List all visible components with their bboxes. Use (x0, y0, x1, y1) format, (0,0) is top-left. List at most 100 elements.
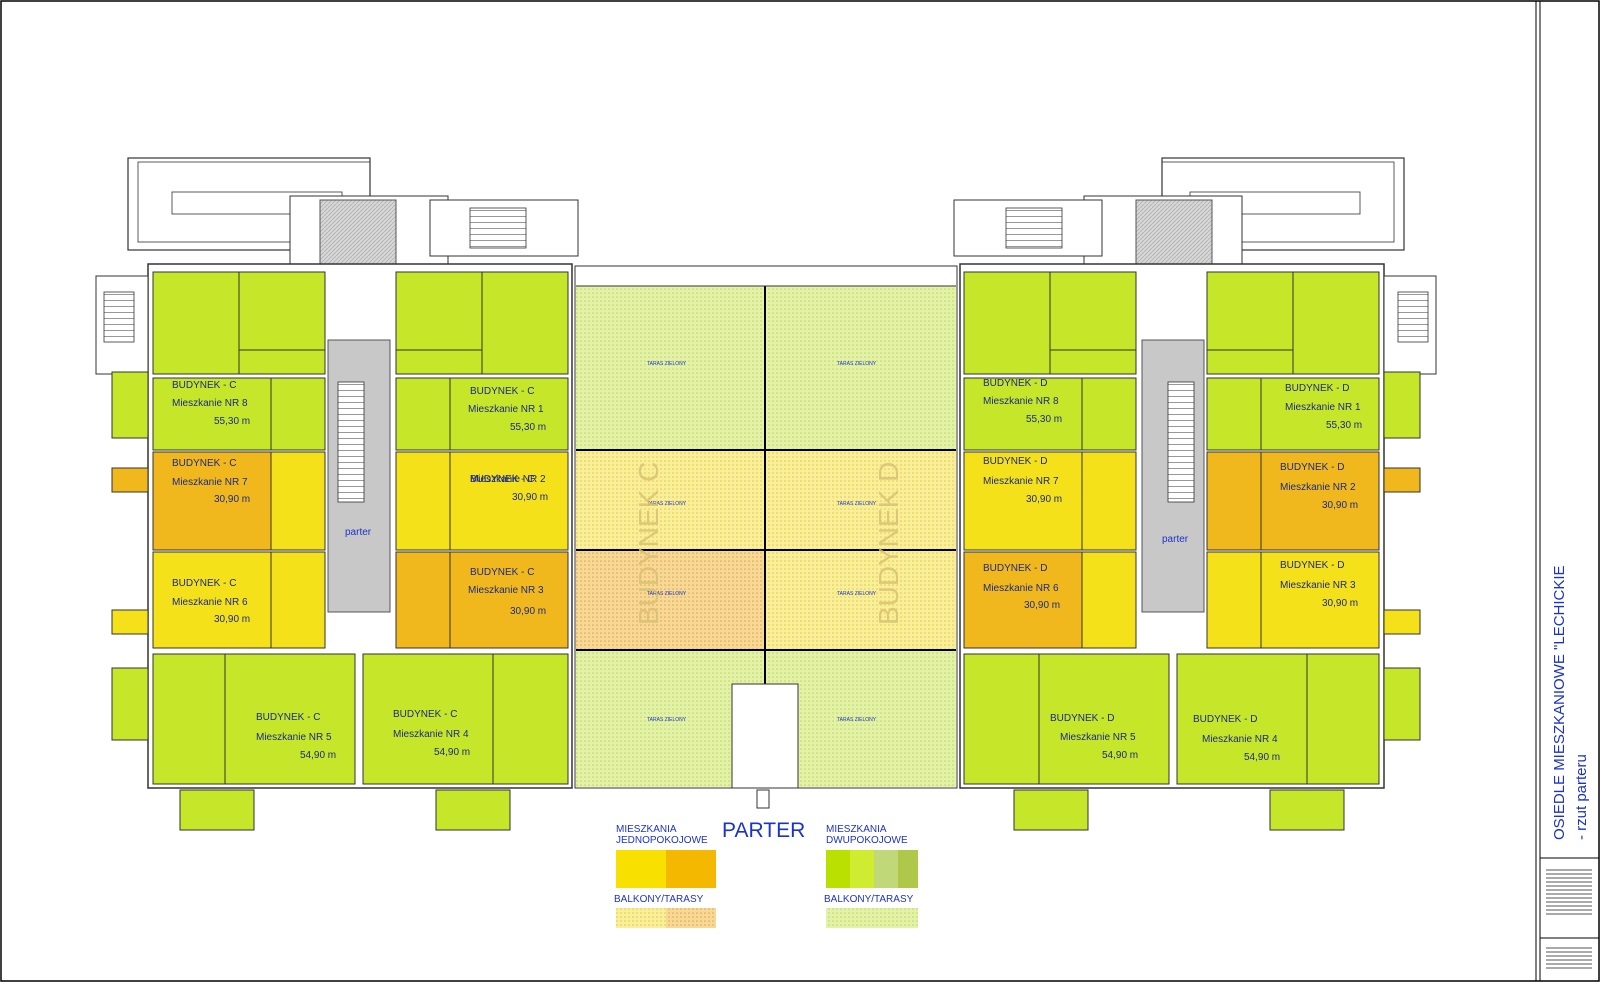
building-c-plan: parter (95, 157, 579, 831)
legend-balcony-swatch-green (826, 908, 918, 928)
apartment-area: 55,30 m (510, 422, 546, 433)
apartment-name: Mieszkanie NR 6 (172, 597, 248, 608)
apartment-name: Mieszkanie NR 2 (1280, 482, 1356, 493)
terrace-label: TARAS ZIELONY (647, 717, 687, 723)
legend-balcony-left: BALKONY/TARASY (614, 894, 704, 905)
building-label: BUDYNEK - D (1193, 714, 1257, 725)
apartment-label-d5: BUDYNEK - D Mieszkanie NR 5 54,90 m (1050, 713, 1138, 761)
apartment-label-d8: BUDYNEK - D Mieszkanie NR 8 55,30 m (983, 378, 1062, 425)
apartment-area: 55,30 m (1026, 414, 1062, 425)
green-terrace: TARAS ZIELONY TARAS ZIELONY TARAS ZIELON… (574, 265, 958, 809)
building-label: BUDYNEK - D (1285, 383, 1349, 394)
building-label: BUDYNEK - C (172, 458, 236, 469)
legend-swatch-yellow (616, 850, 666, 888)
terrace-label: TARAS ZIELONY (837, 361, 877, 367)
apartment-name: Mieszkanie NR 8 (172, 398, 248, 409)
apartment-label-c3: BUDYNEK - C Mieszkanie NR 3 30,90 m (468, 567, 546, 617)
legend-swatch-lime-4 (898, 850, 918, 888)
apartment-name: Mieszkanie NR 8 (983, 396, 1059, 407)
building-label: BUDYNEK - C (393, 709, 457, 720)
apartment-area: 54,90 m (300, 750, 336, 761)
apartment-name: Mieszkanie NR 2 (470, 474, 546, 485)
apartment-area: 54,90 m (1244, 752, 1280, 763)
apartment-label-d4: BUDYNEK - D Mieszkanie NR 4 54,90 m (1193, 714, 1280, 763)
apartment-area: 54,90 m (1102, 750, 1138, 761)
terrace-label: TARAS ZIELONY (837, 717, 877, 723)
building-label: BUDYNEK - D (1280, 462, 1344, 473)
apartment-label-c5: BUDYNEK - C Mieszkanie NR 5 54,90 m (256, 712, 336, 761)
apartment-name: Mieszkanie NR 6 (983, 583, 1059, 594)
apartment-label-d6: BUDYNEK - D Mieszkanie NR 6 30,90 m (983, 563, 1060, 611)
terrace-label: TARAS ZIELONY (647, 591, 687, 597)
building-label: BUDYNEK - C (470, 386, 534, 397)
apartment-name: Mieszkanie NR 1 (468, 404, 544, 415)
apartment-name: Mieszkanie NR 7 (172, 477, 248, 488)
legend-balcony-right: BALKONY/TARASY (824, 894, 914, 905)
building-d-watermark: BUDYNEK D (873, 462, 904, 625)
apartment-label-c4: BUDYNEK - C Mieszkanie NR 4 54,90 m (393, 709, 470, 758)
building-label: BUDYNEK - C (172, 578, 236, 589)
apartment-area: 30,90 m (1322, 598, 1358, 609)
terrace-label: TARAS ZIELONY (837, 591, 877, 597)
apartment-area: 30,90 m (510, 606, 546, 617)
apartment-label-c8: BUDYNEK - C Mieszkanie NR 8 55,30 m (172, 380, 250, 427)
building-label: BUDYNEK - C (172, 380, 236, 391)
apartment-area: 54,90 m (434, 747, 470, 758)
terrace-label: TARAS ZIELONY (647, 501, 687, 507)
apartment-name: Mieszkanie NR 3 (468, 585, 544, 596)
title-line-2: - rzut parteru (1573, 754, 1590, 840)
apartment-name: Mieszkanie NR 4 (1202, 734, 1278, 745)
building-label: BUDYNEK - C (470, 567, 534, 578)
floor-heading: PARTER (722, 819, 805, 842)
apartment-name: Mieszkanie NR 5 (1060, 732, 1136, 743)
apartment-name: Mieszkanie NR 4 (393, 729, 469, 740)
apartment-label-d7: BUDYNEK - D Mieszkanie NR 7 30,90 m (983, 456, 1062, 505)
apartment-label-c1: BUDYNEK - C Mieszkanie NR 1 55,30 m (468, 386, 546, 433)
apartment-area: 30,90 m (214, 614, 250, 625)
apartment-area: 55,30 m (214, 416, 250, 427)
apartment-label-c7: BUDYNEK - C Mieszkanie NR 7 30,90 m (172, 458, 250, 505)
legend-balcony-swatch-orange (666, 908, 716, 928)
apartment-name: Mieszkanie NR 3 (1280, 580, 1356, 591)
apartment-name: Mieszkanie NR 7 (983, 476, 1059, 487)
apartment-label-d2: BUDYNEK - D Mieszkanie NR 2 30,90 m (1280, 462, 1358, 511)
terrace-label: TARAS ZIELONY (837, 501, 877, 507)
stair-label: parter (1162, 534, 1189, 545)
title-block-stamp-lines (1546, 869, 1592, 969)
building-d-plan: parter (953, 157, 1437, 831)
building-label: BUDYNEK - C (470, 474, 534, 485)
building-label: BUDYNEK - D (983, 456, 1047, 467)
legend-balcony-swatch-yellow (616, 908, 666, 928)
building-label: BUDYNEK - D (983, 378, 1047, 389)
apartment-name: Mieszkanie NR 1 (1285, 402, 1361, 413)
legend-swatch-orange (666, 850, 716, 888)
stair-label: parter (345, 527, 372, 538)
title-line-1: OSIEDLE MIESZKANIOWE "LECHICKIE (1551, 565, 1568, 840)
courtyard-entrance (731, 683, 799, 789)
building-label: BUDYNEK - D (983, 563, 1047, 574)
terrace-label: TARAS ZIELONY (647, 361, 687, 367)
apartment-name: Mieszkanie NR 5 (256, 732, 332, 743)
building-label: BUDYNEK - C (256, 712, 320, 723)
building-label: BUDYNEK - D (1050, 713, 1114, 724)
legend-swatch-lime-3 (874, 850, 898, 888)
legend-swatch-lime-1 (826, 850, 850, 888)
apartment-area: 30,90 m (1026, 494, 1062, 505)
building-c-watermark: BUDYNEK C (633, 462, 664, 625)
apartment-area: 30,90 m (1322, 500, 1358, 511)
apartment-area: 30,90 m (214, 494, 250, 505)
apartment-area: 30,90 m (512, 492, 548, 503)
apartment-label-c6: BUDYNEK - C Mieszkanie NR 6 30,90 m (172, 578, 250, 625)
legend-swatch-lime-2 (850, 850, 874, 888)
apartment-area: 30,90 m (1024, 600, 1060, 611)
